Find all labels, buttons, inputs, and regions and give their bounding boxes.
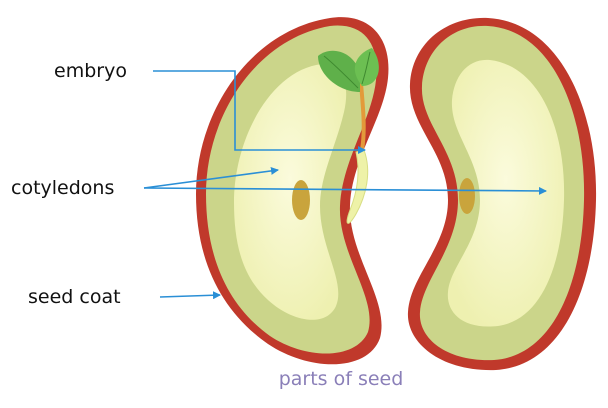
cotyledons-label: cotyledons (11, 177, 114, 199)
right-hilum (459, 178, 475, 214)
embryo-label: embryo (54, 60, 127, 82)
figure-caption: parts of seed (0, 368, 608, 390)
left-hilum (292, 180, 310, 220)
seed-coat-label: seed coat (28, 286, 121, 308)
right-seed-half (408, 18, 596, 370)
seed-coat-pointer (160, 295, 220, 297)
